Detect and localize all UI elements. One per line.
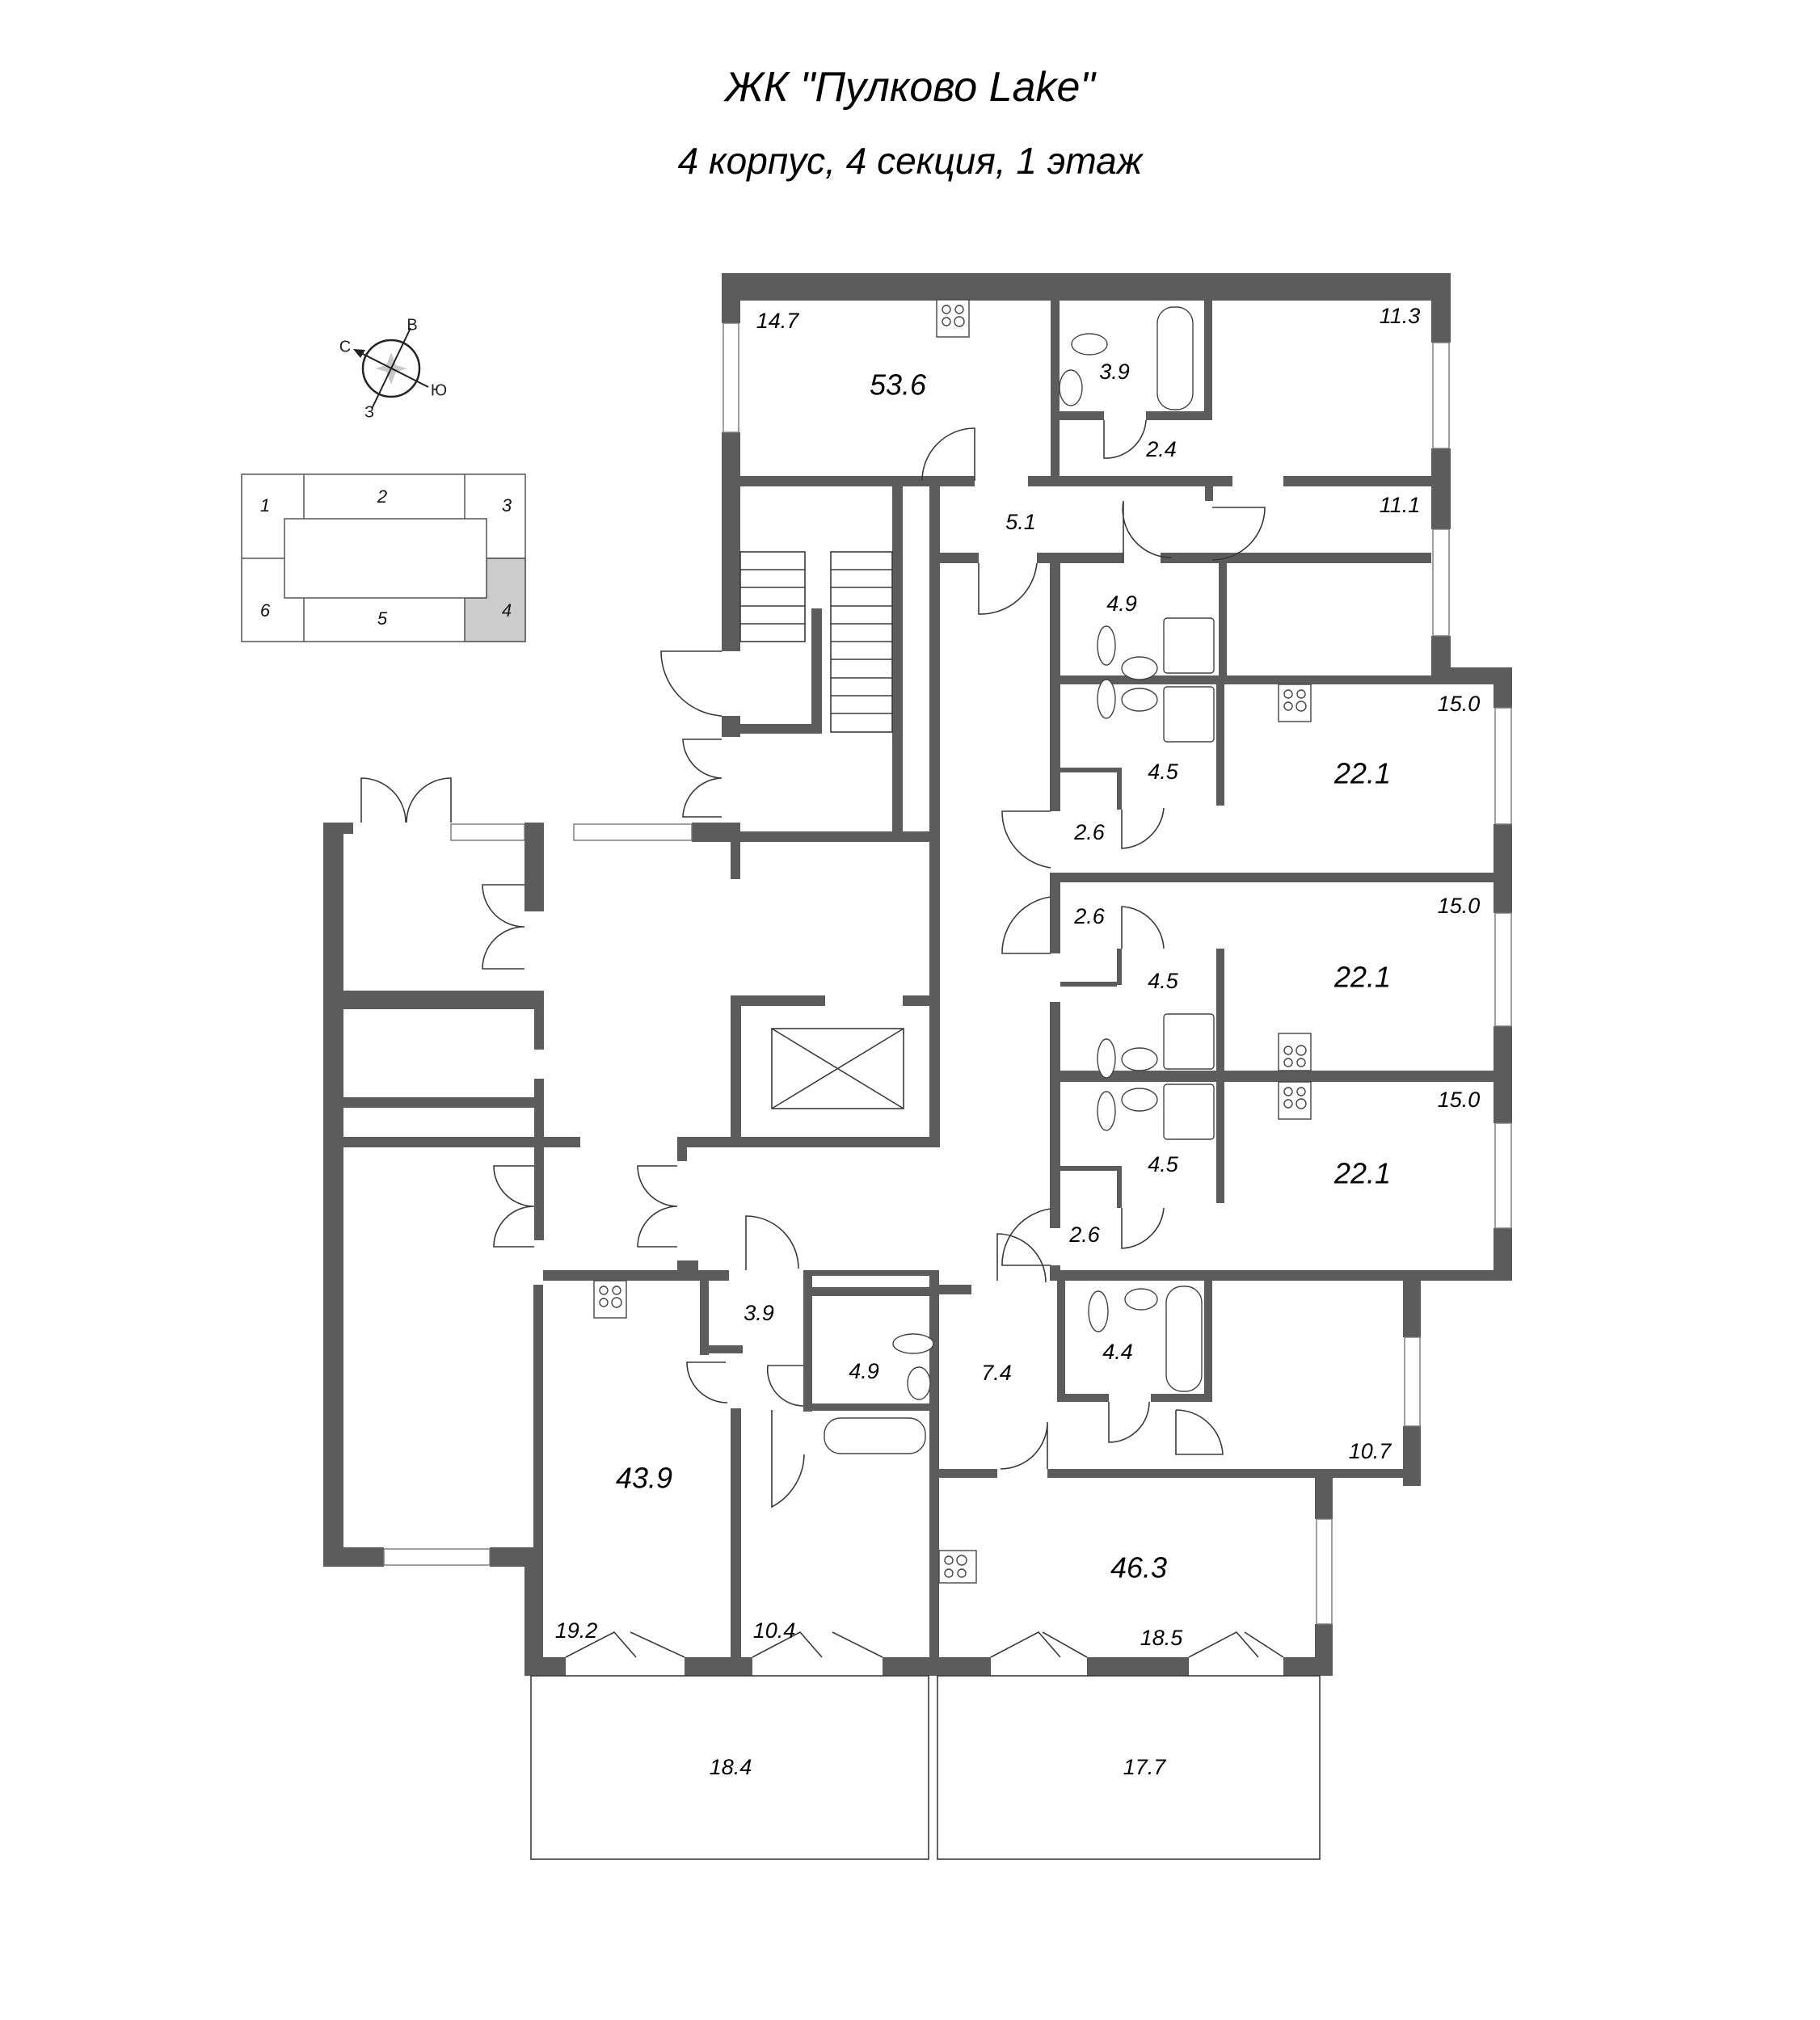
compass-east-label: В — [407, 316, 417, 334]
staircase — [739, 551, 893, 733]
area-label: 11.1 — [1380, 493, 1421, 517]
page-title: ЖК "Пулково Lake" — [725, 64, 1095, 111]
area-label: 2.6 — [1073, 820, 1106, 844]
apartment-total-area: 53.6 — [870, 368, 927, 402]
bathtub-icon — [1156, 306, 1194, 410]
area-label: 15.0 — [1438, 692, 1481, 716]
toilet-icon — [1088, 1290, 1109, 1332]
area-label: 5.1 — [1005, 510, 1036, 534]
compass-north-label: С — [339, 338, 351, 356]
stove-icon — [593, 1280, 627, 1319]
windows — [383, 322, 1512, 1625]
area-label: 15.0 — [1438, 894, 1481, 918]
toilet-icon — [1071, 333, 1108, 356]
stove-icon — [938, 1550, 977, 1584]
area-label: 4.5 — [1148, 969, 1179, 993]
bathtub-icon — [824, 1417, 926, 1454]
apartment-total-area: 22.1 — [1333, 1157, 1391, 1190]
toilet-icon — [1097, 625, 1116, 666]
doors — [360, 419, 1284, 1658]
area-label: 15.0 — [1438, 1088, 1481, 1112]
apartment-total-area: 43.9 — [616, 1462, 672, 1495]
area-label: 17.7 — [1123, 1755, 1167, 1779]
stove-icon — [1278, 684, 1312, 722]
sink-icon — [907, 1366, 931, 1400]
terraces — [530, 1675, 1321, 1860]
key-section-1: 1 — [260, 495, 270, 516]
apartment-total-area: 22.1 — [1333, 961, 1391, 994]
area-label: 11.3 — [1380, 304, 1421, 328]
bathtub-icon — [1165, 1286, 1203, 1392]
area-label: 2.6 — [1073, 904, 1106, 928]
area-label: 10.7 — [1349, 1439, 1392, 1463]
page-subtitle: 4 корпус, 4 секция, 1 этаж — [677, 140, 1143, 182]
area-label: 2.6 — [1068, 1223, 1101, 1247]
area-label: 7.4 — [981, 1361, 1012, 1385]
stove-icon — [1278, 1081, 1312, 1120]
shower-icon — [1163, 686, 1215, 743]
compass-icon: С В Ю З — [339, 316, 447, 421]
sink-icon — [1121, 1047, 1158, 1071]
area-label: 19.2 — [555, 1618, 598, 1643]
area-labels: 14.7 53.6 3.9 2.4 5.1 11.3 11.1 4.9 15.0… — [555, 304, 1481, 1779]
area-label: 3.9 — [1099, 360, 1130, 384]
area-label: 10.4 — [753, 1618, 796, 1643]
toilet-icon — [1097, 1038, 1116, 1079]
sink-icon — [1124, 1288, 1158, 1311]
shower-icon — [1163, 1013, 1215, 1070]
area-label: 3.9 — [744, 1301, 774, 1325]
apartment-total-area: 46.3 — [1110, 1551, 1167, 1584]
area-label: 18.5 — [1140, 1626, 1184, 1650]
sink-icon — [1121, 688, 1158, 712]
apartment-total-area: 22.1 — [1333, 757, 1391, 790]
key-plan: 1 2 3 4 5 6 — [241, 473, 526, 642]
fixtures — [593, 299, 1312, 1584]
area-label: 4.9 — [849, 1359, 879, 1383]
shower-icon — [1163, 1084, 1215, 1140]
compass-west-label: З — [364, 403, 374, 421]
area-label: 4.5 — [1148, 760, 1179, 784]
key-section-5: 5 — [377, 608, 388, 629]
toilet-icon — [1097, 679, 1116, 719]
toilet-icon — [892, 1333, 934, 1354]
area-label: 4.5 — [1148, 1152, 1179, 1176]
area-label: 2.4 — [1145, 437, 1177, 461]
key-section-4: 4 — [502, 600, 512, 621]
compass-south-label: Ю — [431, 381, 447, 399]
terrace-left — [530, 1675, 929, 1860]
stove-icon — [936, 299, 970, 338]
area-label: 4.9 — [1106, 591, 1137, 616]
area-label: 18.4 — [710, 1755, 752, 1779]
area-label: 4.4 — [1102, 1340, 1133, 1364]
shower-icon — [1163, 617, 1215, 674]
terrace-right — [937, 1675, 1321, 1860]
sink-icon — [1121, 656, 1158, 680]
walls — [323, 273, 1512, 1676]
key-section-3: 3 — [502, 495, 512, 516]
elevator-icon — [771, 1028, 904, 1109]
sink-icon — [1059, 369, 1083, 406]
stove-icon — [1278, 1033, 1312, 1071]
toilet-icon — [1097, 1091, 1116, 1131]
key-section-2: 2 — [377, 486, 387, 507]
area-label: 14.7 — [756, 309, 800, 333]
sink-icon — [1121, 1088, 1158, 1112]
key-section-6: 6 — [260, 600, 271, 621]
